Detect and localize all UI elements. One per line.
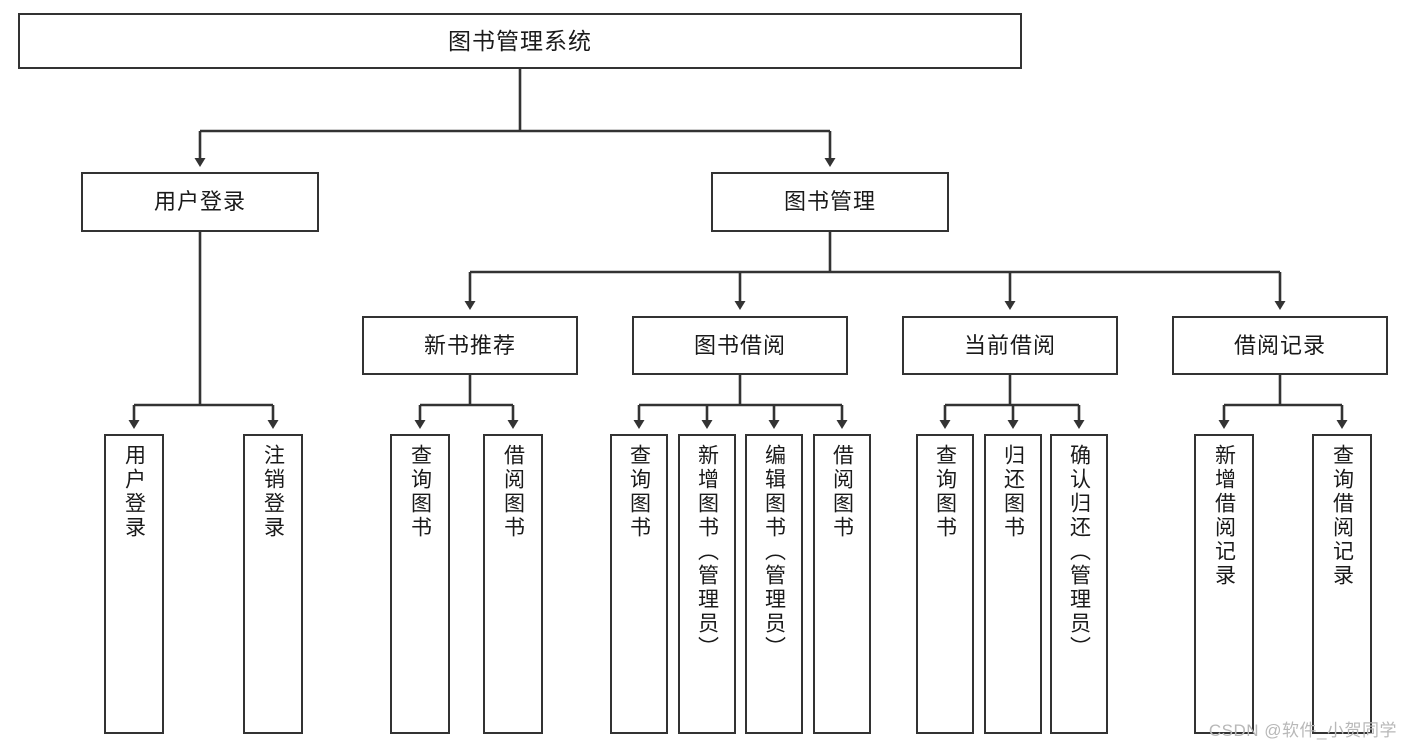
node-leaf-query-book-1-label: 查询图书 bbox=[408, 444, 432, 540]
node-leaf-logout[interactable]: 注销登录 bbox=[243, 434, 303, 734]
node-new-book-rec-label: 新书推荐 bbox=[423, 332, 516, 358]
node-current-borrow[interactable]: 当前借阅 bbox=[902, 316, 1118, 375]
node-leaf-confirm-return-label: 确认归还（管理员） bbox=[1067, 444, 1091, 660]
node-book-borrow-label: 图书借阅 bbox=[693, 332, 786, 358]
node-leaf-query-record[interactable]: 查询借阅记录 bbox=[1312, 434, 1372, 734]
node-leaf-query-record-label: 查询借阅记录 bbox=[1330, 444, 1354, 588]
node-leaf-query-book-2[interactable]: 查询图书 bbox=[610, 434, 668, 734]
node-leaf-borrow-book-2[interactable]: 借阅图书 bbox=[813, 434, 871, 734]
node-leaf-edit-book-label: 编辑图书（管理员） bbox=[762, 444, 786, 660]
node-book-manage-label: 图书管理 bbox=[783, 189, 876, 215]
node-leaf-add-record-label: 新增借阅记录 bbox=[1212, 444, 1236, 588]
node-leaf-borrow-book-1-label: 借阅图书 bbox=[501, 444, 525, 540]
node-root-label: 图书管理系统 bbox=[448, 27, 592, 54]
node-new-book-rec[interactable]: 新书推荐 bbox=[362, 316, 578, 375]
node-leaf-return-book-label: 归还图书 bbox=[1001, 444, 1025, 540]
node-book-manage[interactable]: 图书管理 bbox=[711, 172, 949, 232]
node-leaf-query-book-3[interactable]: 查询图书 bbox=[916, 434, 974, 734]
node-leaf-add-record[interactable]: 新增借阅记录 bbox=[1194, 434, 1254, 734]
node-leaf-user-login-label: 用户登录 bbox=[122, 444, 146, 540]
node-borrow-record-label: 借阅记录 bbox=[1233, 332, 1326, 358]
node-leaf-user-login[interactable]: 用户登录 bbox=[104, 434, 164, 734]
node-leaf-query-book-2-label: 查询图书 bbox=[627, 444, 651, 540]
node-leaf-edit-book[interactable]: 编辑图书（管理员） bbox=[745, 434, 803, 734]
node-leaf-add-book-label: 新增图书（管理员） bbox=[695, 444, 719, 660]
node-leaf-return-book[interactable]: 归还图书 bbox=[984, 434, 1042, 734]
node-leaf-confirm-return[interactable]: 确认归还（管理员） bbox=[1050, 434, 1108, 734]
node-leaf-query-book-1[interactable]: 查询图书 bbox=[390, 434, 450, 734]
node-user-login[interactable]: 用户登录 bbox=[81, 172, 319, 232]
node-user-login-label: 用户登录 bbox=[153, 189, 246, 215]
node-current-borrow-label: 当前借阅 bbox=[963, 332, 1056, 358]
node-leaf-borrow-book-1[interactable]: 借阅图书 bbox=[483, 434, 543, 734]
node-borrow-record[interactable]: 借阅记录 bbox=[1172, 316, 1388, 375]
node-leaf-add-book[interactable]: 新增图书（管理员） bbox=[678, 434, 736, 734]
node-book-borrow[interactable]: 图书借阅 bbox=[632, 316, 848, 375]
node-leaf-borrow-book-2-label: 借阅图书 bbox=[830, 444, 854, 540]
node-leaf-logout-label: 注销登录 bbox=[261, 444, 285, 540]
node-root[interactable]: 图书管理系统 bbox=[18, 13, 1022, 69]
node-leaf-query-book-3-label: 查询图书 bbox=[933, 444, 957, 540]
